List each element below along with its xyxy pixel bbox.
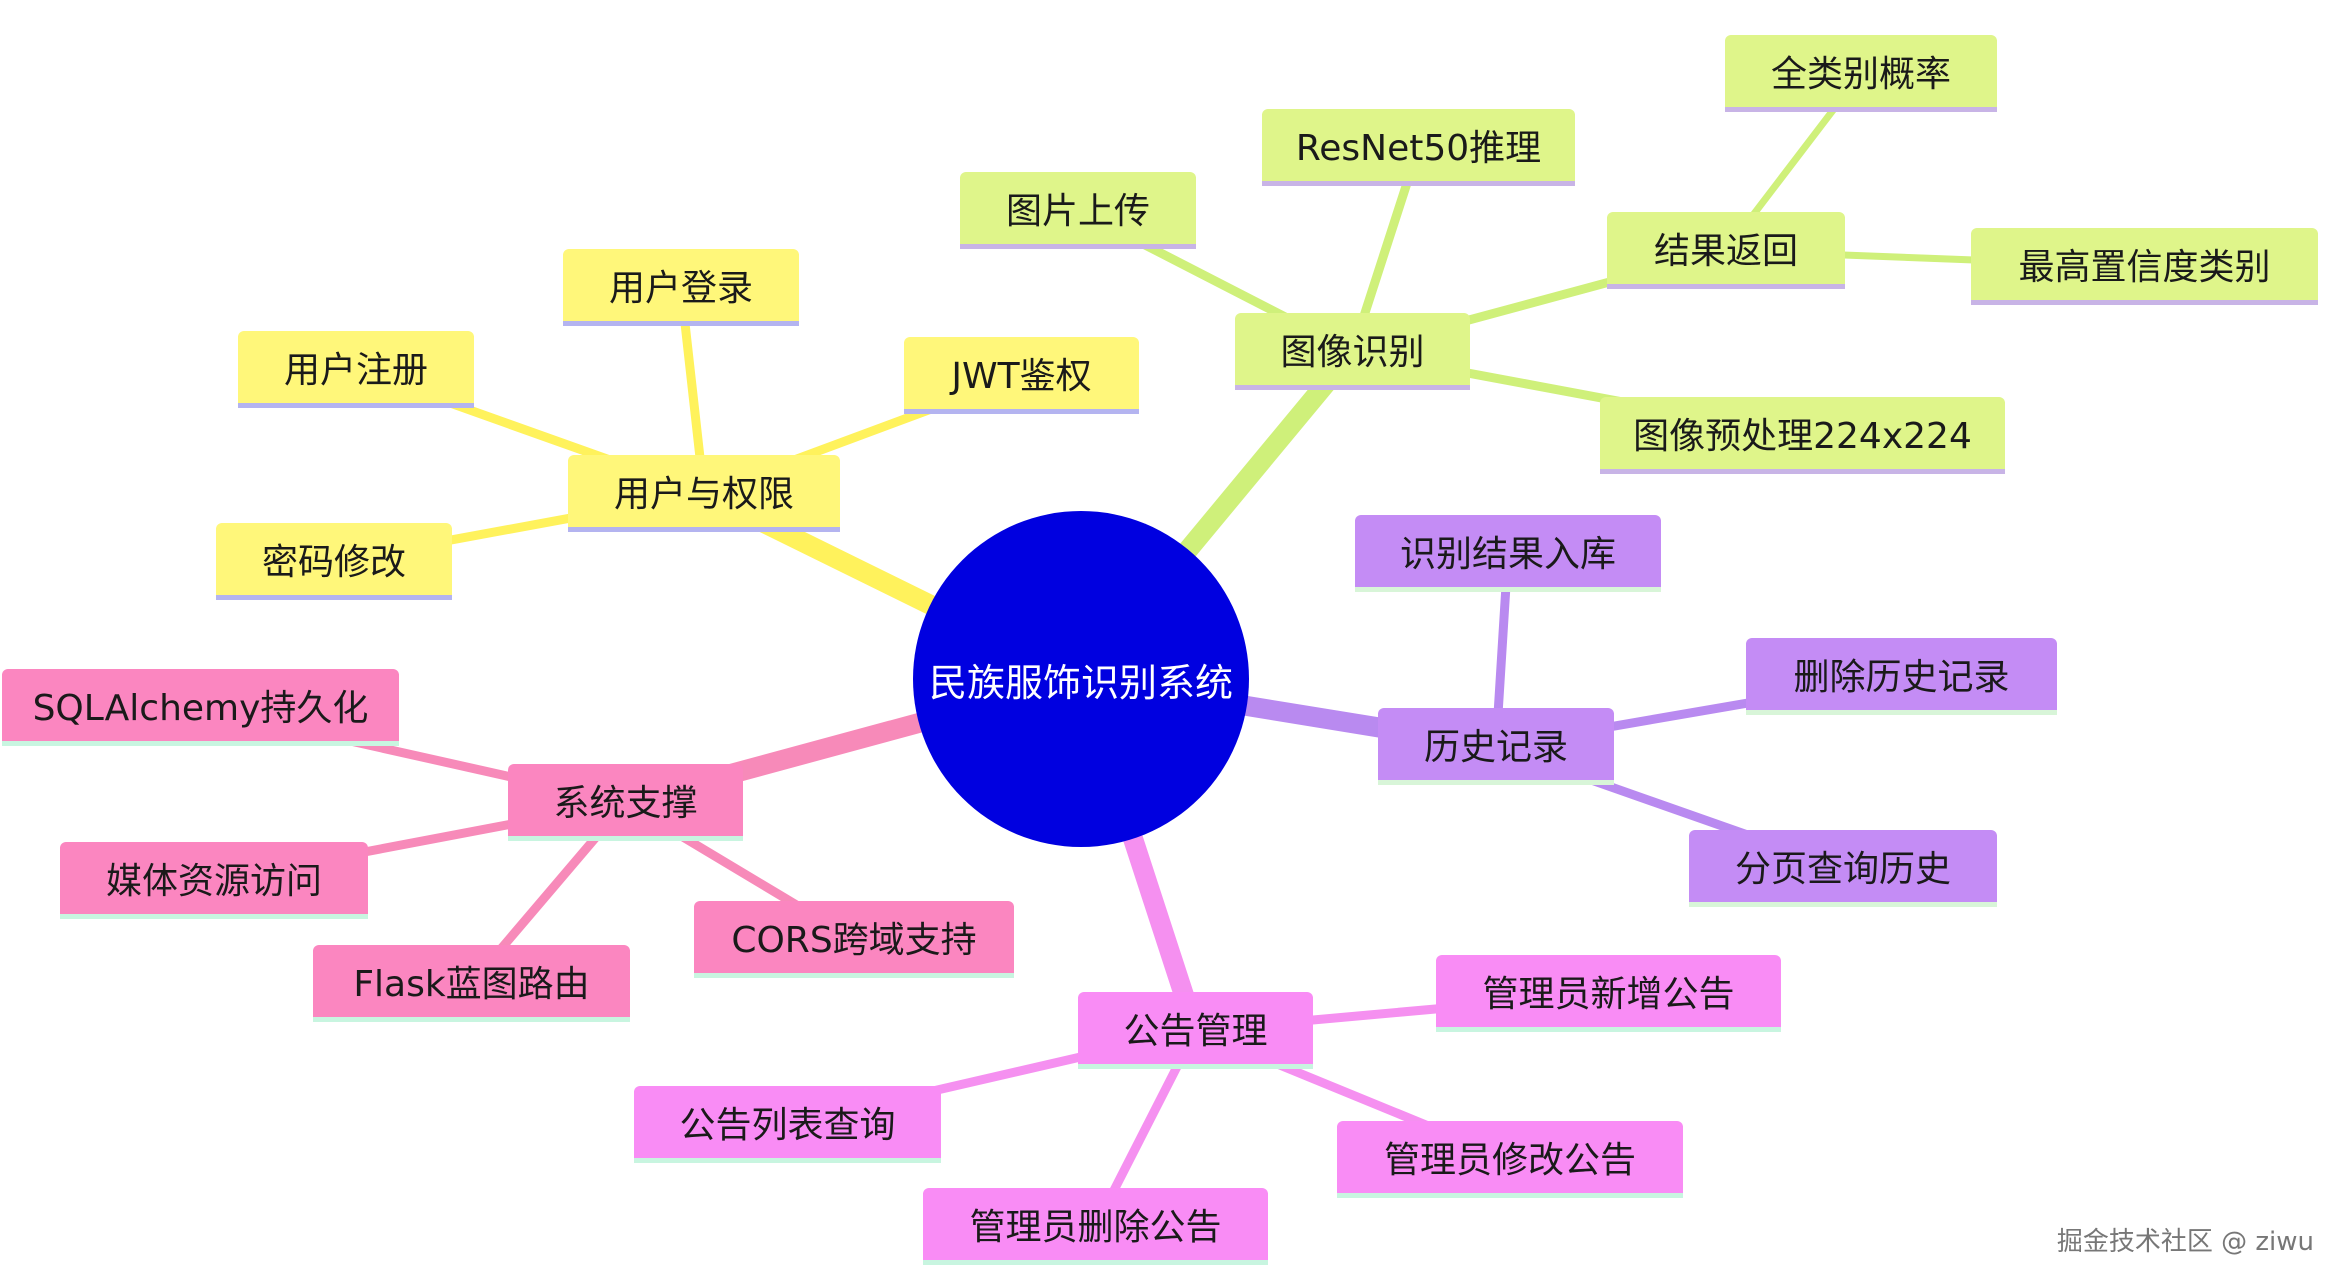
leaf-all-class-probability: 全类别概率 [1725,35,1997,112]
leaf-image-upload: 图片上传 [960,172,1196,249]
leaf-media-access: 媒体资源访问 [60,842,368,919]
leaf-list-announcement: 公告列表查询 [634,1086,941,1163]
node-result-return: 结果返回 [1607,212,1845,289]
leaf-delete-history: 删除历史记录 [1746,638,2057,715]
watermark: 掘金技术社区 @ ziwu [2056,1227,2314,1257]
leaf-paged-history: 分页查询历史 [1689,830,1997,907]
branch-user-permission: 用户与权限 [568,455,840,532]
leaf-user-login: 用户登录 [563,249,799,326]
leaf-user-register: 用户注册 [238,331,474,408]
leaf-flask-blueprint: Flask蓝图路由 [313,945,630,1022]
branch-announcement: 公告管理 [1078,992,1313,1069]
leaf-delete-announcement: 管理员删除公告 [923,1188,1268,1265]
leaf-image-preprocess: 图像预处理224x224 [1600,397,2005,474]
leaf-top-confidence-class: 最高置信度类别 [1971,228,2318,305]
branch-image-recognition: 图像识别 [1235,313,1470,390]
leaf-password-change: 密码修改 [216,523,452,600]
leaf-jwt-auth: JWT鉴权 [904,337,1139,414]
leaf-sqlalchemy: SQLAlchemy持久化 [2,669,399,746]
branch-history: 历史记录 [1378,708,1614,785]
branch-system-support: 系统支撑 [508,764,743,841]
leaf-add-announcement: 管理员新增公告 [1436,955,1781,1032]
leaf-edit-announcement: 管理员修改公告 [1337,1121,1683,1198]
leaf-save-result: 识别结果入库 [1355,515,1661,592]
leaf-cors: CORS跨域支持 [694,901,1014,978]
leaf-resnet50-inference: ResNet50推理 [1262,109,1575,186]
center-node: 民族服饰识别系统 [913,511,1249,847]
